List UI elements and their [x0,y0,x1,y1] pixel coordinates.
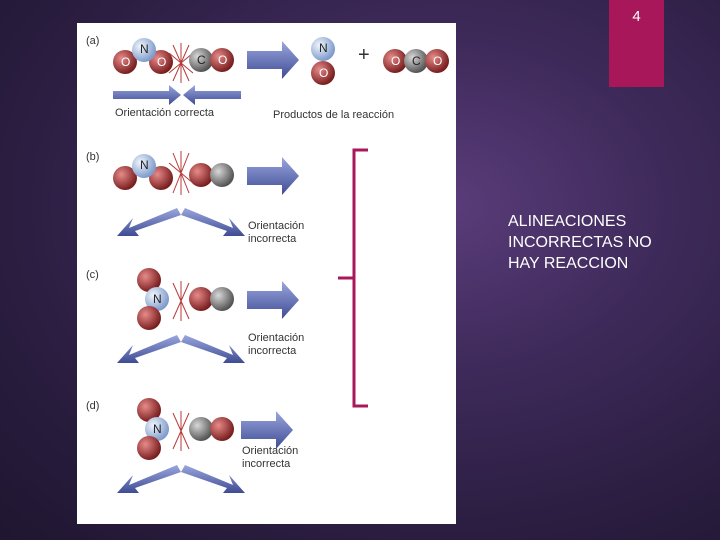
atom-label-n: N [319,41,328,55]
atom-label-o: O [157,55,167,69]
atom-label-o: O [319,66,329,80]
caption-correct-orientation: Orientación correcta [115,107,215,119]
panel-label-b: (b) [86,151,100,163]
panel-d-molecule-no2 [137,398,169,460]
panel-a-collision-burst [168,43,194,83]
panel-a-molecule-co [189,48,234,72]
panel-d-collision-burst [172,411,190,451]
panel-b-bounce-arrows [117,208,245,236]
caption-incorrect-orientation-c: Orientación incorrecta [248,332,305,357]
panel-b-molecule-no2 [113,154,173,190]
panel-c-molecule-no2 [137,268,169,330]
panel-c-forward-arrow [247,281,299,319]
caption-incorrect-orientation-b: Orientación incorrecta [248,220,305,245]
panel-a-forward-arrow [247,41,299,79]
slide-number: 4 [632,8,641,25]
atom-label-c: C [412,54,421,68]
panel-b-molecule-co [189,163,234,187]
panel-c-bounce-arrows [117,335,245,363]
panel-c-collision-burst [172,281,190,321]
panel-d-forward-arrow [241,411,293,449]
panel-label-d: (d) [86,400,100,412]
atom-label-n: N [140,42,149,56]
atom-label-o: O [218,53,228,67]
panel-a-approach-arrows [113,85,241,105]
panel-a-molecule-no2 [113,38,173,74]
panel-c-molecule-co [189,287,234,311]
panel-a-product-co2 [383,49,449,73]
figure-drawing [113,37,449,493]
atom-label-n: N [140,158,149,172]
slide-number-box: 4 [609,0,664,87]
atom-label-o: O [121,55,131,69]
atom-label-n: N [153,422,162,436]
panel-b-forward-arrow [247,157,299,195]
panel-label-c: (c) [86,269,99,281]
atom-label-o: O [433,54,443,68]
atom-label-c: C [197,53,206,67]
panel-b-collision-burst [168,151,194,195]
plus-sign: + [358,44,370,66]
conclusion-text: ALINEACIONES INCORRECTAS NO HAY REACCION [508,213,652,272]
panel-a-product-no [311,37,335,85]
panel-label-a: (a) [86,35,100,47]
reaction-orientation-figure: N O O C O N O + O C O N N N (a) (b) (c) … [77,23,456,524]
panel-d-bounce-arrows [117,465,245,493]
atom-label-n: N [153,292,162,306]
caption-reaction-products: Productos de la reacción [273,109,395,121]
panel-d-molecule-co [189,417,234,441]
atom-label-o: O [391,54,401,68]
caption-incorrect-orientation-d: Orientación incorrecta [242,445,299,470]
